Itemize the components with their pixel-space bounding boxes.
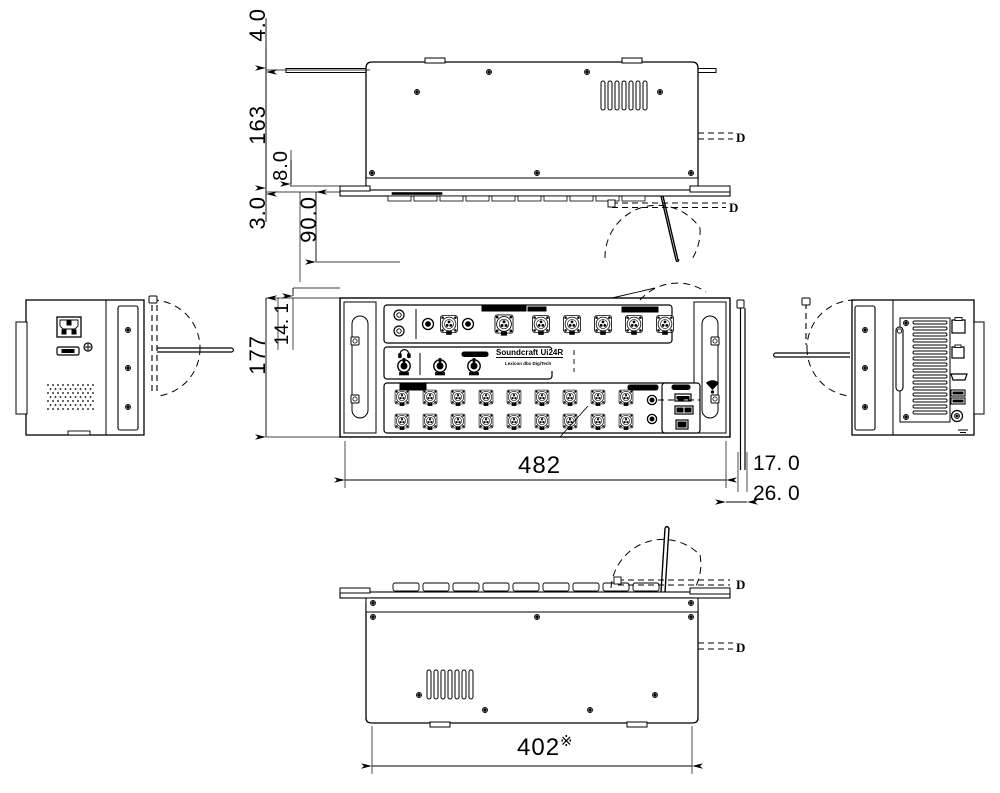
ventilation-perforation — [47, 384, 94, 410]
right-side-view — [772, 297, 985, 436]
dim-width-402: 402※ — [517, 732, 574, 762]
section-marker-d-bottom-lower: D — [736, 640, 745, 655]
dim-panel-height-177: 177 — [245, 335, 270, 375]
section-marker-d-top-lower: D — [729, 200, 738, 215]
dim-lip-3: 3.0 — [245, 196, 270, 230]
top-view: D D — [285, 57, 745, 263]
xlr-input-row-top — [394, 389, 634, 406]
headphone-icon — [398, 349, 411, 359]
brand-name: Soundcraft Ui24R — [496, 348, 564, 358]
brand-subtitle: Lexicon dbx DigiTech — [505, 361, 552, 366]
dim-depth-90: 90.0 — [296, 196, 321, 243]
dim-top-gap: 4.0 — [245, 8, 270, 42]
ground-symbol — [958, 429, 968, 436]
dim-width-402-value: 402 — [517, 734, 561, 761]
section-marker-d-bottom-upper: D — [736, 577, 745, 592]
section-marker-d-top-upper: D — [736, 130, 745, 145]
port-column — [950, 317, 968, 423]
trs-jack-icon — [421, 317, 475, 331]
dimension-lines — [255, 18, 758, 774]
dim-height-163: 163 — [245, 105, 270, 145]
wifi-antenna-icon — [706, 380, 719, 394]
usb-port-icon — [674, 393, 694, 430]
left-side-view — [15, 295, 235, 436]
dim-lip-8: 8.0 — [270, 150, 292, 181]
dim-offset-17: 17. 0 — [753, 452, 800, 475]
dim-width-482: 482 — [518, 452, 562, 479]
dim-offset-26: 26. 0 — [753, 482, 800, 505]
rca-jack-icon — [393, 309, 405, 337]
fuse-holder — [56, 346, 80, 356]
reference-mark: ※ — [560, 733, 574, 750]
iec-power-inlet — [56, 316, 82, 338]
front-panel-view — [339, 282, 746, 470]
brand-block — [494, 349, 558, 371]
dim-flange-14-1: 14. 1 — [272, 303, 293, 346]
xlr-input-row-bottom — [394, 413, 634, 430]
bottom-view: D D — [339, 525, 745, 728]
